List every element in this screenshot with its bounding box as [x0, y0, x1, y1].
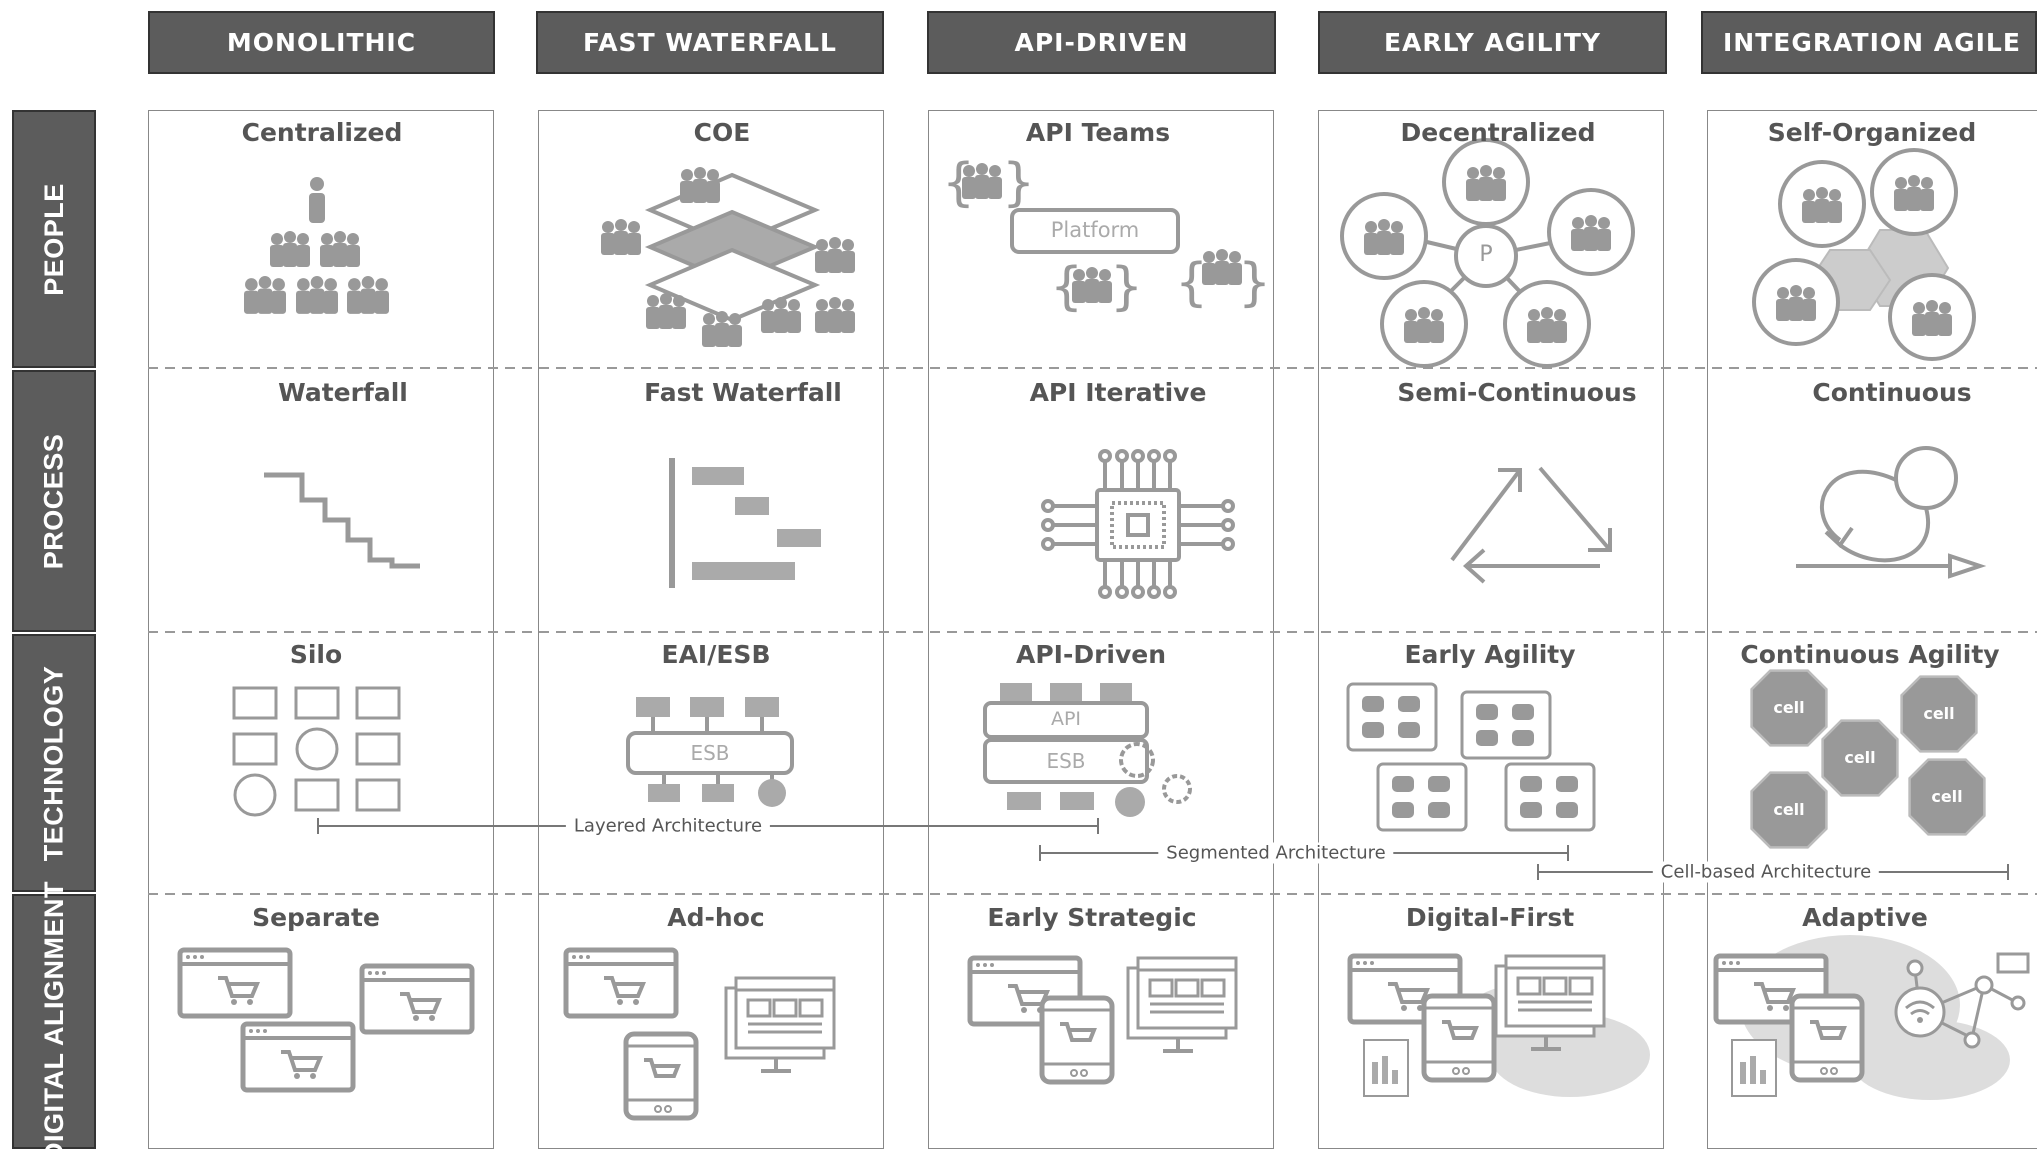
row-separators	[148, 367, 2037, 895]
layered-architecture-label: Layered Architecture	[565, 815, 771, 837]
cell-label: cell	[1773, 800, 1805, 819]
svg-text:}: }	[1238, 253, 1271, 313]
early-agility-tiles-icon	[1346, 682, 1596, 832]
people-decentralized-title: Decentralized	[1400, 118, 1596, 147]
separate-browsers-icon	[180, 950, 472, 1090]
people-self-organized-title: Self-Organized	[1767, 118, 1977, 147]
centralized-icon	[244, 177, 389, 314]
api-teams-icon: { } { } { }	[942, 153, 1271, 317]
waterfall-stairs-icon	[264, 472, 420, 569]
row-header-digital-alignment: DIGITAL ALIGNMENT	[12, 881, 96, 1162]
continuous-loop-icon	[1796, 446, 1987, 579]
platform-label: Platform	[1050, 218, 1140, 242]
digital-separate-title: Separate	[252, 903, 380, 932]
column-header-label: MONOLITHIC	[226, 28, 417, 57]
semi-continuous-triangle-icon	[1450, 466, 1612, 584]
people-api-teams-title: API Teams	[1025, 118, 1171, 147]
svg-text:}: }	[1002, 153, 1035, 213]
svg-text:}: }	[1110, 257, 1143, 317]
digital-digital-first-title: Digital-First	[1405, 903, 1575, 932]
coe-icon	[601, 167, 855, 347]
column-header-label: EARLY AGILITY	[1383, 28, 1602, 57]
p-node-label: P	[1479, 242, 1493, 267]
api-driven-stack-icon	[983, 683, 1192, 817]
column-header-label: FAST WATERFALL	[583, 28, 837, 57]
api-iterative-chip-icon	[1041, 449, 1235, 599]
column-header-integration-agile: INTEGRATION AGILE	[1701, 11, 2037, 74]
segmented-architecture-label: Segmented Architecture	[1158, 842, 1394, 864]
technology-api-driven-title: API-Driven	[1015, 640, 1167, 669]
column-header-fast-waterfall: FAST WATERFALL	[536, 11, 884, 74]
cell-label: cell	[1844, 748, 1876, 767]
technology-silo-title: Silo	[289, 640, 343, 669]
column-header-monolithic: MONOLITHIC	[148, 11, 495, 74]
cell-based-architecture-label: Cell-based Architecture	[1652, 861, 1880, 883]
process-semi-continuous-title: Semi-Continuous	[1397, 378, 1637, 407]
api-label: API	[1050, 708, 1082, 730]
self-organized-icon	[1752, 148, 1976, 361]
process-fast-waterfall-title: Fast Waterfall	[644, 378, 842, 407]
adaptive-devices-icon	[1716, 935, 2030, 1100]
digital-ad-hoc-title: Ad-hoc	[667, 903, 765, 932]
fast-waterfall-gantt-icon	[669, 458, 821, 588]
people-centralized-title: Centralized	[241, 118, 403, 147]
silo-boxes-icon	[232, 686, 401, 817]
column-header-label: INTEGRATION AGILE	[1723, 28, 2021, 57]
digital-adaptive-title: Adaptive	[1802, 903, 1928, 932]
column-header-api-driven: API-DRIVEN	[927, 11, 1276, 74]
digital-first-devices-icon	[1350, 956, 1650, 1097]
column-header-early-agility: EARLY AGILITY	[1318, 11, 1667, 74]
eai-esb-icon	[626, 697, 794, 807]
cell-label: cell	[1923, 704, 1955, 723]
technology-eai-esb-title: EAI/ESB	[661, 640, 771, 669]
process-continuous-title: Continuous	[1812, 378, 1972, 407]
technology-early-agility-title: Early Agility	[1404, 640, 1576, 669]
technology-continuous-agility-title: Continuous Agility	[1740, 640, 2000, 669]
ad-hoc-devices-icon	[566, 950, 836, 1118]
digital-early-strategic-title: Early Strategic	[987, 903, 1197, 932]
cell-label: cell	[1773, 698, 1805, 717]
esb-label-api-driven: ESB	[1046, 749, 1086, 773]
cell-label: cell	[1931, 787, 1963, 806]
row-header-process: PROCESS	[12, 370, 96, 632]
people-coe-title: COE	[693, 118, 751, 147]
row-header-technology: TECHNOLOGY	[12, 634, 96, 892]
process-api-iterative-title: API Iterative	[1029, 378, 1207, 407]
esb-label: ESB	[690, 741, 730, 765]
early-strategic-devices-icon	[970, 958, 1238, 1082]
column-header-label: API-DRIVEN	[1014, 28, 1189, 57]
row-header-people: PEOPLE	[12, 110, 96, 368]
process-waterfall-title: Waterfall	[278, 378, 408, 407]
